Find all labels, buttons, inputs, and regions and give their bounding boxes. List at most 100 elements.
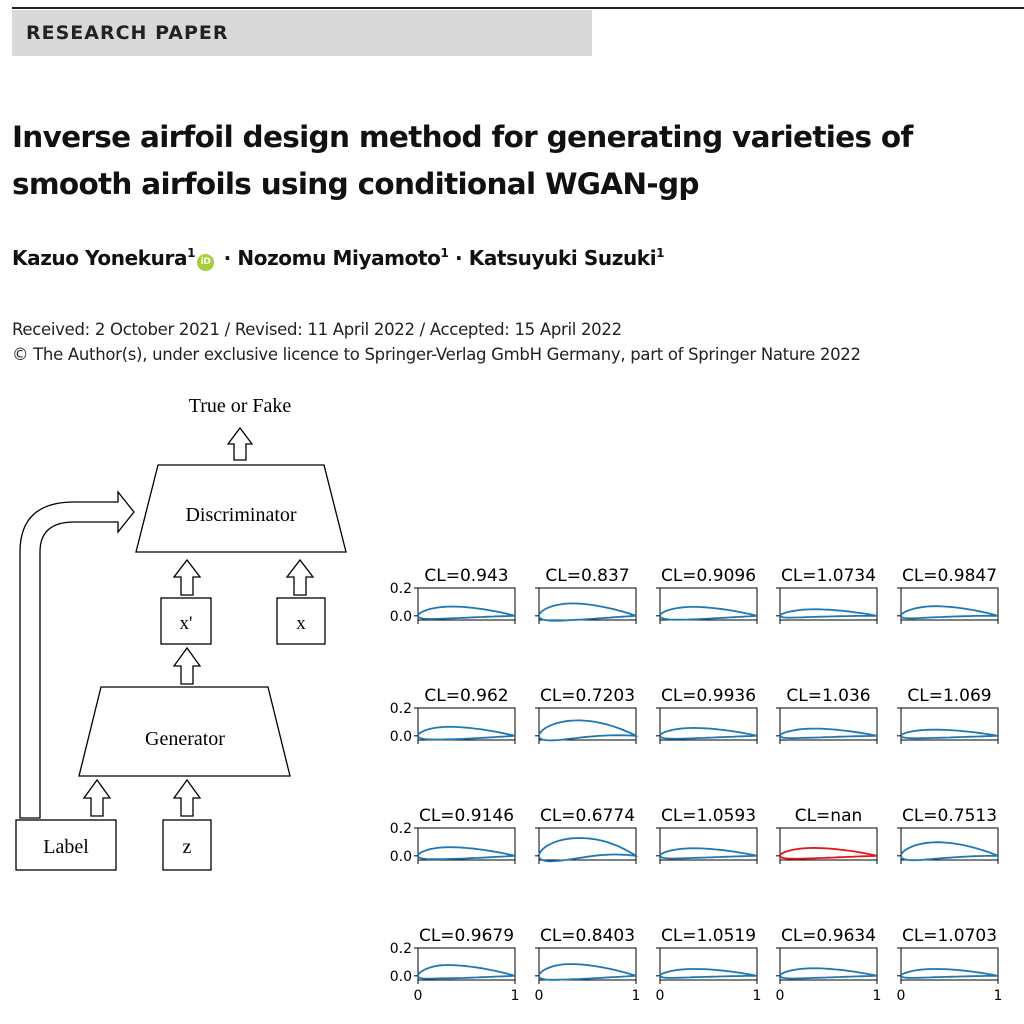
fake-sample-label: x': [180, 613, 193, 634]
author-affiliation: 1: [656, 246, 665, 260]
airfoil-panel: [659, 947, 758, 981]
x-tick-label: 1: [632, 988, 641, 1004]
architecture-diagram: True or Fake Discriminator x' x Generato…: [15, 395, 347, 871]
panel-title: CL=0.9679: [419, 926, 514, 946]
panel-title: CL=0.837: [545, 566, 629, 586]
airfoil-panel: [417, 947, 516, 981]
output-label: True or Fake: [189, 395, 292, 417]
x-tick-label: 1: [511, 988, 520, 1004]
discriminator-block: [135, 464, 347, 553]
airfoil-curve: [538, 837, 639, 863]
noise-input-box: [162, 819, 212, 871]
author-name[interactable]: Kazuo Yonekura: [12, 246, 188, 270]
airfoil-panel: [417, 827, 516, 861]
label-input-box: [15, 819, 117, 871]
airfoil-curve-highlighted: [779, 846, 878, 860]
panel-title: CL=1.0703: [902, 926, 997, 946]
discriminator-label: Discriminator: [185, 504, 296, 526]
panel-title: CL=0.9634: [781, 926, 876, 946]
airfoil-curve: [779, 727, 878, 740]
airfoil-curve: [779, 967, 878, 980]
airfoil-curve: [417, 725, 516, 741]
label-input-label: Label: [43, 836, 89, 858]
panel-title: CL=0.6774: [540, 806, 635, 826]
y-tick-label: 0.0: [390, 729, 412, 745]
up-arrow-icon: [172, 558, 202, 596]
y-tick-label: 0.2: [390, 821, 412, 837]
copyright-notice: © The Author(s), under exclusive licence…: [12, 345, 861, 364]
y-tick-label: 0.0: [390, 969, 412, 985]
x-tick-label: 0: [414, 988, 423, 1004]
airfoil-curve: [900, 605, 999, 620]
author-affiliation: 1: [187, 246, 196, 260]
article-dates: Received: 2 October 2021 / Revised: 11 A…: [12, 320, 622, 339]
section-tag: RESEARCH PAPER: [12, 10, 592, 56]
x-tick-label: 1: [753, 988, 762, 1004]
airfoil-curve: [900, 841, 999, 862]
airfoil-curve: [538, 602, 637, 622]
x-tick-label: 0: [897, 988, 906, 1004]
panel-title: CL=0.9146: [419, 806, 514, 826]
panel-title: CL=nan: [795, 806, 863, 826]
panel-title: CL=1.0593: [661, 806, 756, 826]
x-tick-label: 0: [656, 988, 665, 1004]
airfoil-panel: [659, 587, 758, 621]
airfoil-panel: [779, 827, 878, 861]
author-name[interactable]: Katsuyuki Suzuki: [468, 246, 657, 270]
author-affiliation: 1: [440, 246, 449, 260]
panel-title: CL=1.0519: [661, 926, 756, 946]
airfoil-curve: [900, 728, 999, 740]
y-tick-label: 0.2: [390, 941, 412, 957]
panel-title: CL=0.7203: [540, 686, 635, 706]
airfoil-panel: [417, 587, 516, 621]
airfoil-panel: [779, 707, 878, 741]
author-separator: ·: [223, 246, 232, 270]
y-tick-label: 0.2: [390, 581, 412, 597]
up-arrow-icon: [82, 778, 112, 817]
airfoil-panel: [900, 707, 999, 741]
author-name[interactable]: Nozomu Miyamoto: [237, 246, 441, 270]
x-tick-label: 1: [873, 988, 882, 1004]
panel-title: CL=1.036: [786, 686, 870, 706]
airfoil-curve: [659, 606, 758, 621]
airfoil-panel: [779, 587, 878, 621]
up-arrow-icon: [285, 558, 315, 596]
author-list: Kazuo Yonekura1iD · Nozomu Miyamoto1 · K…: [12, 246, 665, 271]
noise-input-label: z: [183, 836, 192, 858]
airfoil-panel: [779, 947, 878, 981]
airfoil-curve: [538, 719, 639, 742]
label-bypass-arrow-icon: [19, 490, 135, 819]
up-arrow-icon: [226, 426, 254, 461]
paper-title: Inverse airfoil design method for genera…: [12, 120, 913, 201]
orcid-icon[interactable]: iD: [197, 254, 215, 271]
airfoil-panel: [538, 947, 637, 981]
airfoil-panel: [659, 707, 758, 741]
airfoil-curve: [659, 847, 758, 860]
x-tick-label: 1: [994, 988, 1003, 1004]
x-tick-label: 0: [535, 988, 544, 1004]
airfoil-curve: [659, 726, 758, 740]
panel-title: CL=0.943: [424, 566, 508, 586]
up-arrow-icon: [172, 646, 202, 685]
up-arrow-icon: [172, 778, 202, 817]
author-separator: ·: [455, 246, 463, 270]
airfoil-curve: [417, 964, 516, 980]
airfoil-panel: [417, 707, 516, 741]
panel-title: CL=0.9096: [661, 566, 756, 586]
airfoil-panel: [538, 707, 637, 741]
airfoil-panel: [659, 827, 758, 861]
x-tick-label: 0: [776, 988, 785, 1004]
airfoil-curve: [417, 605, 516, 620]
airfoil-curve: [417, 846, 516, 861]
y-tick-label: 0.0: [390, 849, 412, 865]
real-sample-label: x: [296, 613, 306, 634]
airfoil-panel: [538, 827, 637, 861]
header-rule: [12, 7, 1024, 9]
airfoil-panel: [900, 947, 999, 981]
panel-title: CL=1.069: [907, 686, 991, 706]
y-tick-label: 0.2: [390, 701, 412, 717]
y-tick-label: 0.0: [390, 609, 412, 625]
generator-block: [78, 686, 291, 777]
airfoil-panel: [900, 827, 999, 861]
